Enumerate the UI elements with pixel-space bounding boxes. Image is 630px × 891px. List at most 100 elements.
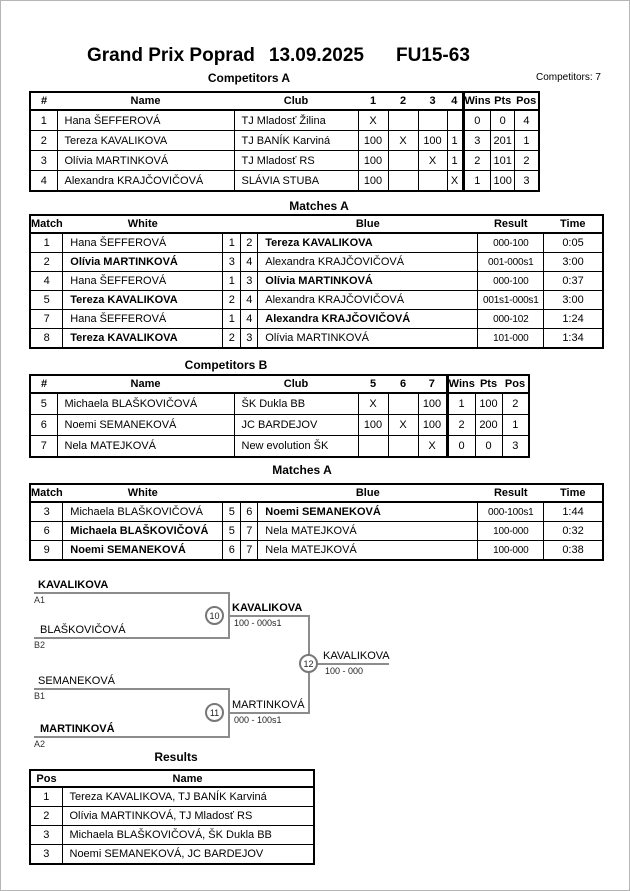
table-cell: 100	[417, 130, 448, 151]
table-cell: 000-100	[477, 232, 545, 253]
table-cell: 2	[514, 150, 540, 171]
table-cell: Olívia MARTINKOVÁ	[257, 271, 479, 291]
table-cell: Hana ŠEFFEROVÁ	[56, 109, 235, 131]
table-cell: Olívia MARTINKOVÁ, TJ Mladosť RS	[61, 806, 315, 826]
table-cell: 0:32	[543, 521, 604, 541]
column-header: Pos	[502, 375, 529, 394]
table-cell: 000-102	[477, 309, 545, 329]
table-cell: 4	[240, 290, 259, 310]
table-cell	[387, 109, 419, 131]
table-cell: 4	[240, 309, 259, 329]
table-cell: 6	[29, 521, 64, 541]
column-header: #	[30, 92, 57, 111]
table-cell: 8	[29, 328, 64, 349]
table-cell: Michaela BLAŠKOVIČOVÁ	[62, 501, 224, 522]
table-cell: Olívia MARTINKOVÁ	[56, 150, 235, 171]
column-header: Match	[30, 484, 63, 503]
table-cell: 3	[29, 825, 63, 845]
column-header: White	[62, 215, 223, 234]
column-header: Name	[62, 770, 314, 788]
table-cell: 0	[490, 109, 516, 131]
table-cell: 100	[357, 414, 389, 436]
table-cell: 7	[240, 540, 259, 561]
table-cell: 001-000s1	[477, 252, 545, 272]
table-cell: 1	[446, 150, 464, 171]
table-cell: New evolution ŠK	[233, 435, 359, 458]
column-header: Result	[477, 484, 544, 503]
table-cell: 7	[29, 435, 58, 458]
column-header: Pos	[30, 770, 62, 788]
column-header	[240, 484, 258, 503]
heading-competitors-b: Competitors B	[184, 358, 268, 372]
table-cell: 200	[474, 414, 503, 436]
bracket-line	[228, 615, 309, 617]
column-header: 7	[418, 375, 447, 394]
title-date: 13.09.2025	[268, 45, 364, 66]
table-cell: 4	[514, 109, 540, 131]
column-header: 6	[388, 375, 418, 394]
table-cell: Tereza KAVALIKOVA	[56, 130, 235, 151]
bracket-line	[34, 688, 229, 690]
table-cell: 0	[445, 435, 476, 458]
table-cell: 4	[29, 170, 58, 192]
table-cell: 2	[222, 290, 242, 310]
table-cell: 1	[501, 414, 530, 436]
table-cell: TJ Mladosť Žilina	[233, 109, 359, 131]
table-cell: 2	[461, 150, 492, 171]
table-cell: Alexandra KRAJČOVIČOVÁ	[257, 290, 479, 310]
bracket-seed-label: B2	[34, 640, 46, 650]
table-cell: 1	[29, 232, 64, 253]
table-cell: Tereza KAVALIKOVA	[62, 290, 224, 310]
bracket-entrant-name: SEMANEKOVÁ	[38, 675, 116, 687]
table-cell: 100	[490, 170, 516, 192]
table-cell: 3:00	[543, 252, 604, 272]
table-cell: 0:38	[543, 540, 604, 561]
table-cell: 4	[29, 271, 64, 291]
bracket-line	[34, 637, 229, 639]
table-cell	[387, 170, 419, 192]
column-header: #	[30, 375, 57, 394]
table-cell: 4	[240, 252, 259, 272]
bracket-line	[34, 592, 229, 594]
table-cell: X	[357, 392, 389, 415]
table-cell: 100	[474, 392, 503, 415]
table-cell: 1	[222, 232, 242, 253]
heading-competitors-a: Competitors A	[207, 71, 291, 85]
table-cell: 1	[446, 130, 464, 151]
table-cell: ŠK Dukla BB	[233, 392, 359, 415]
table-cell: SLÁVIA STUBA	[233, 170, 359, 192]
table-cell: 100-000	[477, 521, 545, 541]
table-cell: Alexandra KRAJČOVIČOVÁ	[257, 309, 479, 329]
column-header: 4	[447, 92, 463, 111]
table-cell: 1:24	[543, 309, 604, 329]
table-cell: 2	[29, 806, 63, 826]
table-cell: 3:00	[543, 290, 604, 310]
table-cell: Hana ŠEFFEROVÁ	[62, 309, 224, 329]
table-cell: Alexandra KRAJČOVIČOVÁ	[257, 252, 479, 272]
table-cell: JC BARDEJOV	[233, 414, 359, 436]
table-cell: 2	[29, 130, 58, 151]
table-cell: 2	[445, 414, 476, 436]
table-cell: 1	[445, 392, 476, 415]
table-cell: Noemi SEMANEKOVÁ	[62, 540, 224, 561]
table-cell: 2	[222, 328, 242, 349]
table-cell: Tereza KAVALIKOVA, TJ BANÍK Karviná	[61, 786, 315, 807]
table-cell: 100	[417, 414, 448, 436]
table-cell: TJ Mladosť RS	[233, 150, 359, 171]
table-cell: 1	[461, 170, 492, 192]
table-cell: 1:34	[543, 328, 604, 349]
bracket-seed-label: B1	[34, 691, 46, 701]
table-cell: 3	[240, 271, 259, 291]
table-cell: 3	[29, 501, 64, 522]
